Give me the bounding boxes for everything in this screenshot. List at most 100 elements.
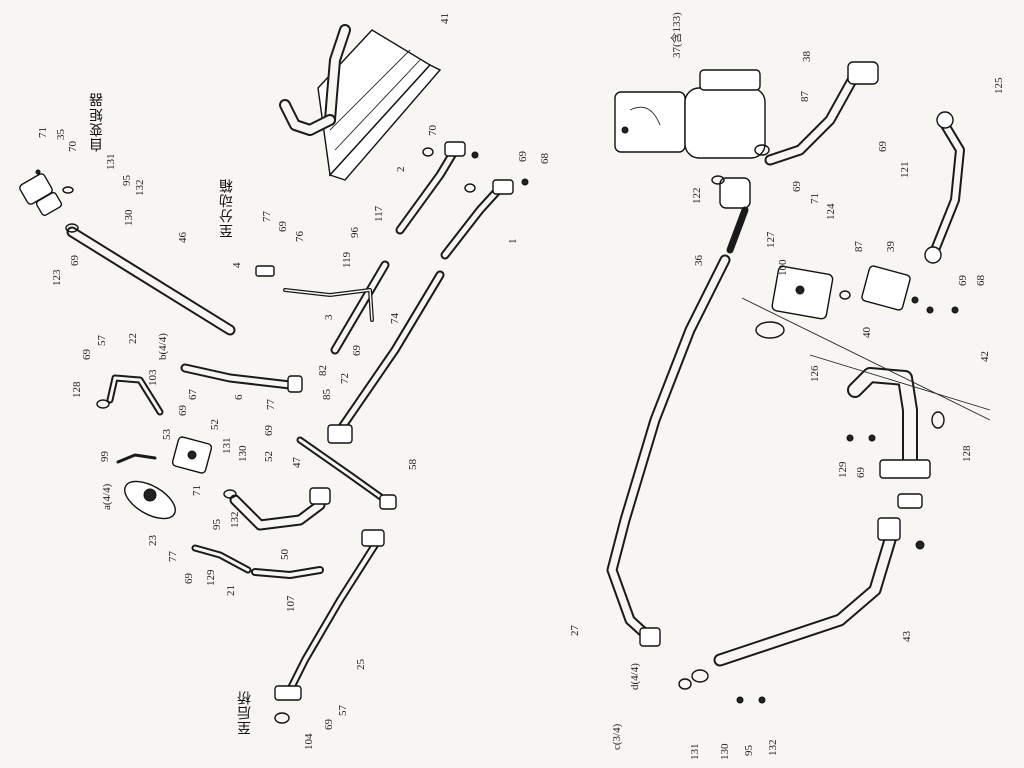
part-label-p130b: 130 [237,445,249,463]
part-label-p69e: 69 [81,349,93,360]
part-label-p37: 37(含133) [671,12,683,58]
part-label-p132b: 132 [229,511,241,529]
part-label-p53: 53 [161,429,173,440]
part-label-p52a: 52 [209,419,221,430]
part-label-p68b: 68 [975,275,987,286]
hose-43 [678,493,925,690]
pump-23 [116,453,176,520]
part-label-p130c: 130 [719,743,731,761]
part-label-p50: 50 [279,549,291,560]
part-label-p131c: 131 [689,743,701,761]
hose-58 [296,436,397,510]
part-label-p69k: 69 [791,181,803,192]
part-label-p119: 119 [341,251,353,268]
cooler-41 [279,24,442,181]
part-label-p95c: 95 [743,745,755,756]
part-label-p128b: 128 [961,445,973,463]
part-label-p71b: 71 [191,485,203,496]
part-label-p69g: 69 [263,425,275,436]
part-label-p69a: 69 [69,255,81,266]
part-label-p21: 21 [225,585,237,596]
part-label-p69h: 69 [183,573,195,584]
part-label-pb: b(4/4) [157,333,169,360]
part-label-p69j: 69 [877,141,889,152]
part-label-p69m: 69 [855,467,867,478]
part-label-p95a: 95 [121,175,133,186]
part-label-p43: 43 [901,631,913,642]
part-label-p131a: 131 [105,153,117,171]
part-label-p52b: 52 [263,451,275,462]
part-label-p71c: 71 [809,193,821,204]
part-label-p103: 103 [147,369,159,387]
part-label-p130a: 130 [123,209,135,227]
part-label-p129b: 129 [837,461,849,479]
part-label-p39: 39 [885,241,897,252]
valve-52 [171,436,213,474]
hose-50 [223,487,331,531]
part-label-p127: 127 [765,231,777,249]
part-label-p128a: 128 [71,381,83,399]
part-label-p99: 99 [99,451,111,462]
part-label-p27: 27 [569,625,581,636]
part-label-p77a: 77 [261,211,273,222]
part-label-p124: 124 [825,203,837,221]
hose-21 [191,544,324,579]
part-label-p72: 72 [339,373,351,384]
part-label-p85: 85 [321,389,333,400]
part-label-p104: 104 [303,733,315,751]
part-label-p58: 58 [407,459,419,470]
part-label-pc: c(3/4) [611,723,623,750]
part-label-p46: 46 [177,232,189,243]
hose-4 [255,265,374,322]
part-label-p70a: 70 [67,141,79,152]
part-label-p67: 67 [187,389,199,400]
part-label-p71a: 71 [37,127,49,138]
fitting-122 [711,175,751,209]
part-label-p41: 41 [439,13,451,24]
part-label-p132a: 132 [134,179,146,197]
part-label-p6: 6 [233,394,245,401]
part-label-p122: 122 [691,187,703,205]
part-label-p129a: 129 [205,569,217,587]
part-label-p95b: 95 [211,519,223,530]
part-label-p77c: 77 [167,551,179,562]
part-label-p57b: 57 [337,705,349,716]
part-label-p69l: 69 [957,275,969,286]
part-label-p69d: 69 [351,345,363,356]
part-label-p74: 74 [389,313,401,324]
fitting-35 [19,169,74,217]
part-label-p1: 1 [507,238,519,245]
pipe-42 [741,297,991,479]
part-label-p87a: 87 [799,91,811,102]
part-label-p36: 36 [693,255,705,266]
fitting-22 [96,374,164,416]
part-label-p132c: 132 [767,739,779,757]
part-label-pd: d(4/4) [629,663,641,690]
destination-label-cn3: 至后桥 [237,690,253,735]
part-label-p38: 38 [801,51,813,62]
part-label-p82: 82 [317,365,329,376]
part-label-p125: 125 [993,77,1005,95]
part-label-p77b: 77 [265,399,277,410]
part-label-p22: 22 [127,333,139,344]
part-label-p42: 42 [979,351,991,362]
hose-46 [65,223,236,336]
destination-label-cn2: 至分动箱 [219,178,235,238]
part-label-p23: 23 [147,535,159,546]
part-label-p69b: 69 [517,151,529,162]
part-label-p121: 121 [899,161,911,179]
hose-27 [606,206,749,647]
part-label-p126: 126 [809,365,821,383]
part-label-p40: 40 [861,327,873,338]
part-label-p70b: 70 [427,125,439,136]
part-label-p76: 76 [294,231,306,242]
part-label-p69i: 69 [323,719,335,730]
part-label-p2: 2 [395,166,407,173]
part-label-p69f: 69 [177,405,189,416]
part-label-p68a: 68 [539,153,551,164]
part-label-p35: 35 [55,129,67,140]
destination-label-cn1: 自变矩器 [89,92,105,152]
pump-40 [755,265,851,339]
